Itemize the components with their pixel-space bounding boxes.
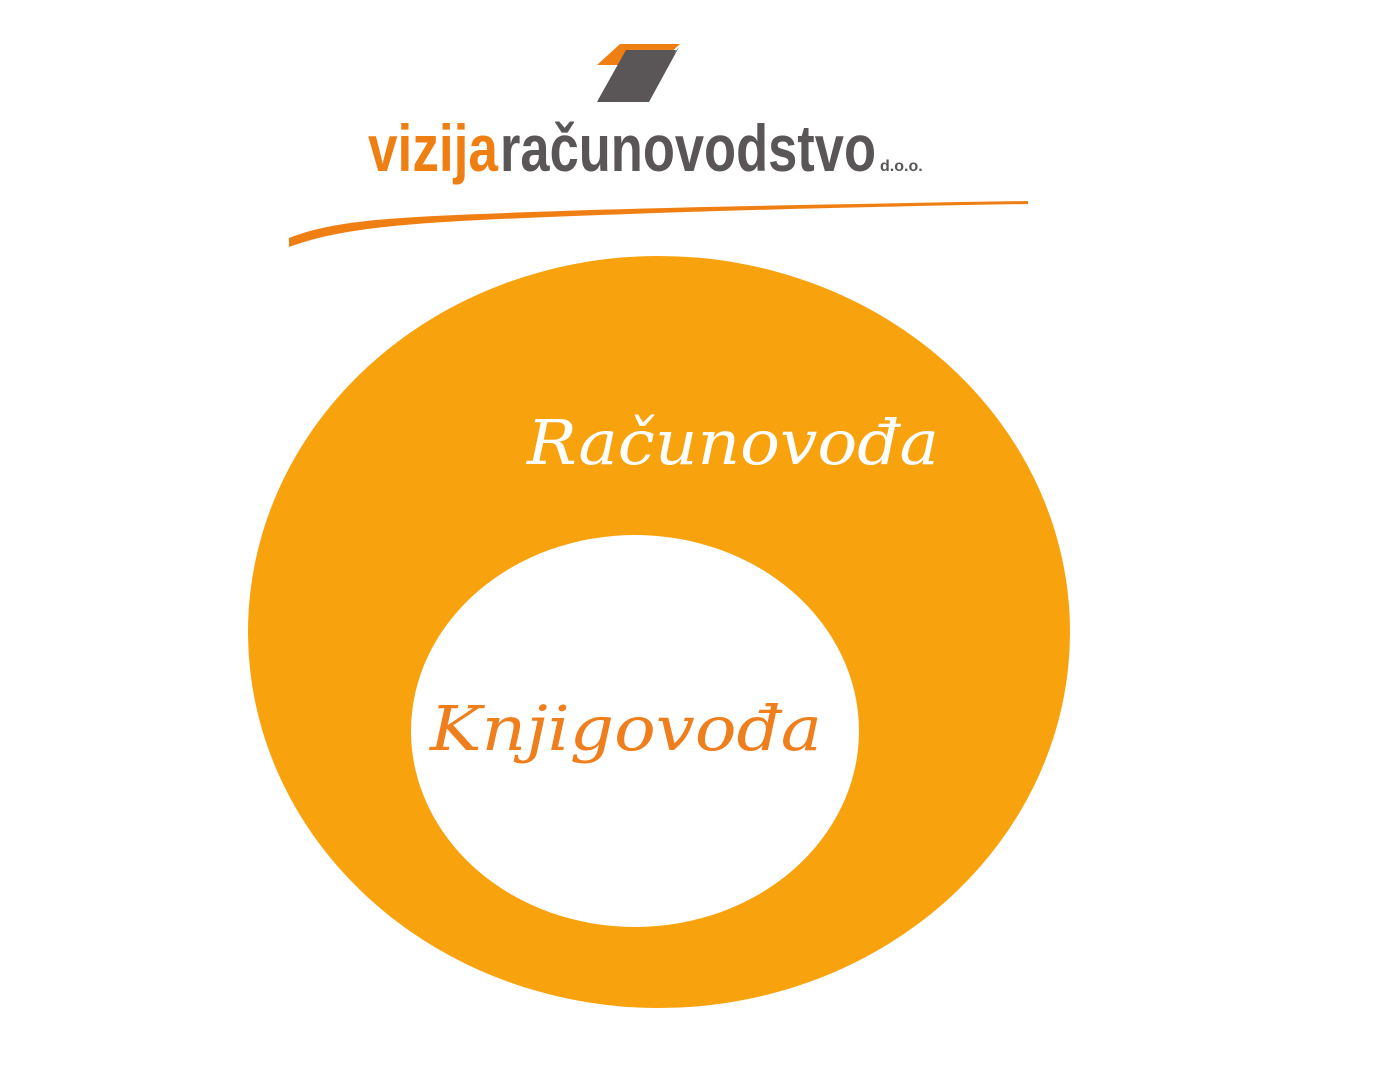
logo-mark-icon [597,44,680,102]
logo-swoosh [289,201,1028,247]
inner-circle-label: Knjigovođa [429,692,822,765]
logo-word-vizija: vizija [368,111,499,185]
logo-word-racunovodstvo: računovodstvo [500,111,876,185]
logo-suffix-doo: d.o.o. [880,158,923,175]
inner-circle [411,535,859,927]
outer-circle-label: Računovođa [526,406,939,479]
